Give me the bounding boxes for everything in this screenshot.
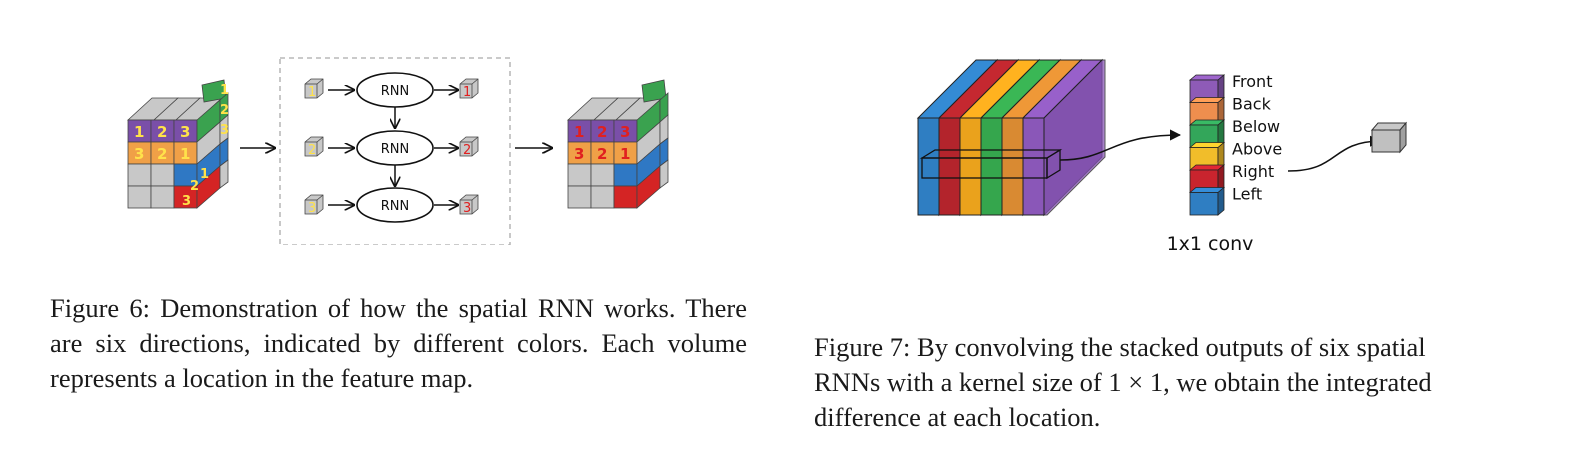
figure-6-diagram: 1 2 3 3 2 1 1 2 3 1 2 3 1 RNN 1 2 bbox=[126, 57, 669, 245]
rnn-label: RNN bbox=[381, 142, 409, 157]
face-number: 3 bbox=[574, 145, 584, 163]
side-number: 1 bbox=[200, 167, 209, 182]
rnn-label: RNN bbox=[381, 84, 409, 99]
face-number: 3 bbox=[620, 123, 630, 141]
face-number: 1 bbox=[180, 145, 190, 163]
arrow-to-vector bbox=[1059, 129, 1182, 161]
side-number: 2 bbox=[220, 103, 229, 118]
vector-cell bbox=[1188, 96, 1226, 126]
output-number: 1 bbox=[463, 85, 471, 100]
face-number: 2 bbox=[597, 123, 607, 141]
face-number: 2 bbox=[597, 145, 607, 163]
vector-cell bbox=[1188, 186, 1226, 216]
vector-cell bbox=[1188, 119, 1226, 149]
face-number: 1 bbox=[134, 123, 144, 141]
rnn-dashed-box bbox=[279, 57, 511, 245]
side-number: 2 bbox=[190, 179, 199, 194]
conv-label: 1x1 conv bbox=[1167, 233, 1254, 255]
face-number: 1 bbox=[620, 145, 630, 163]
legend-label: Back bbox=[1232, 95, 1272, 114]
slab-translucent bbox=[1043, 59, 1106, 216]
legend-label: Below bbox=[1232, 117, 1280, 136]
vector-cell bbox=[1188, 164, 1226, 194]
face-number: 3 bbox=[180, 123, 190, 141]
input-number: 2 bbox=[308, 143, 316, 158]
output-cell-cube bbox=[1370, 121, 1408, 154]
figure-6-caption: Figure 6: Demonstration of how the spati… bbox=[50, 293, 747, 393]
caption-line: difference at each location. bbox=[814, 402, 1101, 432]
vector-cell bbox=[1188, 74, 1226, 104]
face-number: 1 bbox=[574, 123, 584, 141]
stacked-rnn-outputs bbox=[916, 58, 1106, 217]
rnn-label: RNN bbox=[381, 199, 409, 214]
output-number: 2 bbox=[463, 143, 471, 158]
input-number: 3 bbox=[308, 201, 316, 216]
side-number: 1 bbox=[220, 83, 229, 98]
pillar-location bbox=[919, 148, 1063, 180]
face-number: 2 bbox=[157, 123, 167, 141]
direction-vector bbox=[1188, 74, 1226, 216]
output-feature-cube: 1 2 3 3 2 1 bbox=[566, 79, 669, 209]
legend-label: Front bbox=[1232, 72, 1272, 91]
rnn-row-3: 3 RNN 3 bbox=[304, 187, 479, 223]
face-number: 3 bbox=[134, 145, 144, 163]
rnn-row-2: 2 RNN 2 bbox=[304, 130, 479, 166]
face-number: 2 bbox=[157, 145, 167, 163]
output-number: 3 bbox=[463, 201, 471, 216]
legend-label: Left bbox=[1232, 185, 1262, 204]
input-number: 1 bbox=[308, 85, 316, 100]
side-number: 3 bbox=[182, 194, 191, 209]
vector-cell bbox=[1188, 141, 1226, 171]
side-number: 3 bbox=[220, 123, 229, 138]
figure-7-caption: Figure 7: By convolving the stacked outp… bbox=[814, 330, 1511, 435]
legend-label: Right bbox=[1232, 162, 1274, 181]
caption-line: Figure 7: By convolving the stacked outp… bbox=[814, 332, 1426, 362]
arrow-to-output bbox=[1287, 135, 1382, 172]
input-feature-cube: 1 2 3 3 2 1 1 2 3 1 2 3 bbox=[126, 79, 229, 209]
legend-label: Above bbox=[1232, 140, 1282, 159]
rnn-row-1: 1 RNN 1 bbox=[304, 72, 479, 108]
caption-line: RNNs with a kernel size of 1 × 1, we obt… bbox=[814, 367, 1432, 397]
